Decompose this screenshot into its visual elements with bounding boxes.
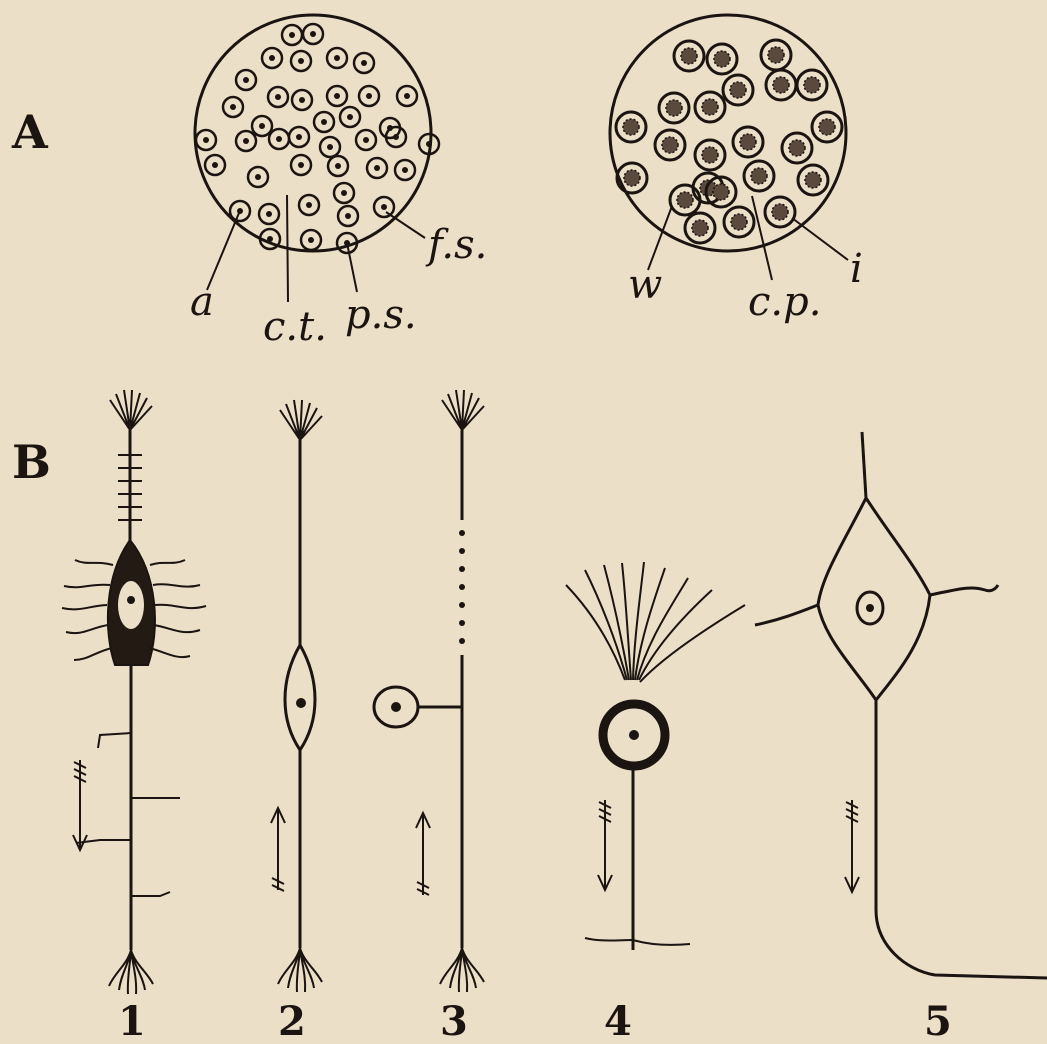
fibre-core	[426, 141, 432, 147]
fibre-core	[203, 137, 209, 143]
fibre-core	[259, 123, 265, 129]
fibre-core	[310, 31, 316, 37]
neuron-number-2: 2	[278, 998, 306, 1044]
fibre-core	[713, 184, 729, 200]
fibre-core	[230, 104, 236, 110]
fibre-core	[334, 55, 340, 61]
fibre-core	[296, 134, 302, 140]
label-cp: c.p.	[748, 279, 821, 325]
fibre-core	[681, 48, 697, 64]
fibre-core	[402, 167, 408, 173]
fibre-core	[789, 140, 805, 156]
fibre-core	[321, 119, 327, 125]
fibre-core	[623, 119, 639, 135]
fibre-core	[306, 202, 312, 208]
fibre-core	[662, 137, 678, 153]
neuron-2	[271, 400, 322, 992]
fibre-core	[714, 51, 730, 67]
neuron-number-1: 1	[118, 998, 146, 1044]
fibre-core	[805, 172, 821, 188]
nerve-cross-section-right	[610, 15, 848, 280]
fibre-core	[773, 77, 789, 93]
fibre-core	[666, 100, 682, 116]
fibre-core	[381, 204, 387, 210]
nerve-fibres-right	[616, 40, 842, 243]
fibre-core	[730, 82, 746, 98]
neuron-number-4: 4	[604, 998, 632, 1044]
fibre-core	[393, 134, 399, 140]
fibre-core	[740, 134, 756, 150]
fibre-core	[345, 213, 351, 219]
fibre-core	[751, 168, 767, 184]
fibre-core	[702, 147, 718, 163]
neuron-number-5: 5	[924, 998, 952, 1044]
fibre-core	[347, 114, 353, 120]
fibre-core	[298, 162, 304, 168]
fibre-core	[276, 136, 282, 142]
fibre-core	[404, 93, 410, 99]
fibre-core	[374, 165, 380, 171]
fibre-core	[768, 47, 784, 63]
label-fs: f.s.	[425, 222, 487, 268]
nerve-cross-section-left	[195, 15, 439, 302]
label-i: i	[850, 246, 863, 292]
fibre-core	[772, 204, 788, 220]
fibre-core	[363, 137, 369, 143]
label-ct: c.t.	[263, 304, 327, 350]
fibre-core	[327, 144, 333, 150]
fibre-core	[702, 99, 718, 115]
fibre-core	[267, 236, 273, 242]
fibre-core	[677, 192, 693, 208]
fibre-core	[366, 93, 372, 99]
fibre-core	[819, 119, 835, 135]
fibre-core	[243, 77, 249, 83]
neuron-number-3: 3	[440, 998, 468, 1044]
fibre-core	[255, 174, 261, 180]
fibre-core	[212, 162, 218, 168]
fibre-core	[266, 211, 272, 217]
fibre-core	[298, 58, 304, 64]
fibre-core	[361, 60, 367, 66]
label-ps: p.s.	[345, 292, 417, 338]
neuron-4	[566, 562, 745, 950]
neuron-1	[62, 390, 206, 994]
fibre-core	[243, 138, 249, 144]
fibre-core	[624, 170, 640, 186]
fibre-core	[335, 163, 341, 169]
neuron-3	[374, 390, 484, 992]
fibre-core	[275, 94, 281, 100]
fibre-core	[804, 77, 820, 93]
label-w: w	[628, 262, 662, 308]
fibre-core	[334, 93, 340, 99]
fibre-core	[731, 214, 747, 230]
fibre-core	[269, 55, 275, 61]
panel-a-label: A	[11, 105, 49, 159]
fibre-core	[341, 190, 347, 196]
fibre-core	[692, 220, 708, 236]
fibre-core	[299, 97, 305, 103]
fibre-core	[289, 32, 295, 38]
panel-b-label: B	[12, 435, 51, 489]
neuron-5	[755, 432, 1047, 978]
label-a: a	[190, 279, 214, 325]
fibre-core	[308, 237, 314, 243]
